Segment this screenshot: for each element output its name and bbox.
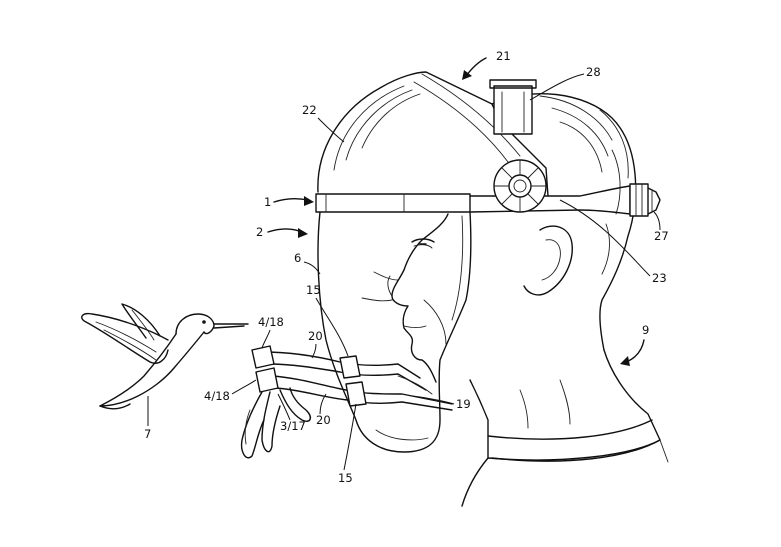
label-28: 28 [586,65,601,79]
label-20-lower: 20 [316,413,331,427]
label-9: 9 [642,323,649,337]
label-19: 19 [456,397,471,411]
label-22: 22 [302,103,317,117]
label-21: 21 [496,49,511,63]
label-6: 6 [294,251,301,265]
label-4-18-lower: 4/18 [204,389,230,403]
label-1: 1 [264,195,271,209]
pivot-wheel [493,159,547,213]
label-15-lower: 15 [338,471,353,485]
label-15-upper: 15 [306,283,321,297]
label-4-18-upper: 4/18 [258,315,284,329]
label-23: 23 [652,271,667,285]
headband [315,183,661,217]
label-7: 7 [144,427,151,441]
label-20-upper: 20 [308,329,323,343]
air-intake-chimney [489,79,537,135]
label-2: 2 [256,225,263,239]
hummingbird [81,303,249,410]
human-head [461,93,669,507]
face-profile [361,213,449,383]
face-shield [317,211,472,453]
reference-labels: 21 28 22 1 2 27 6 23 15 4/18 20 [144,49,669,485]
label-27: 27 [654,229,669,243]
helmet-shell [317,71,549,197]
feeding-tubes [240,345,453,459]
label-3-17: 3/17 [280,419,306,433]
